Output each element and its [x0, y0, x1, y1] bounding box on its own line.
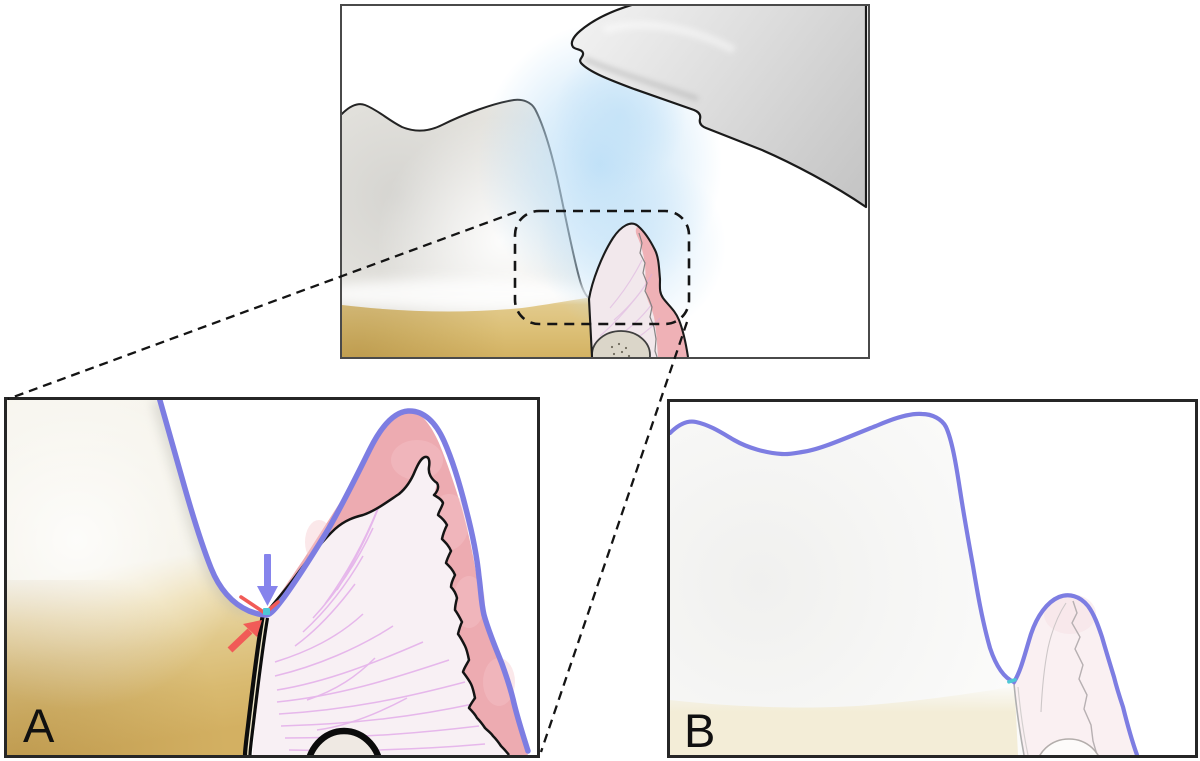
- epithelium-wavy-line: [265, 455, 510, 755]
- scan-surface-line: [670, 411, 1140, 755]
- leader-line-bottom: [539, 321, 689, 753]
- sulcus-lines: [242, 616, 270, 755]
- gingiva-texture: [305, 440, 515, 706]
- gingiva-magnified: [253, 410, 528, 755]
- root-cross-section: [306, 727, 382, 755]
- panel-a-label: A: [23, 699, 55, 752]
- faded-cross-section: [1039, 738, 1099, 755]
- margin-arrow-red: [227, 620, 262, 653]
- margin-arrow-blue: [257, 554, 278, 606]
- margin-marker-cyan: [1007, 678, 1017, 684]
- panel-b-label: B: [684, 704, 715, 755]
- panel-b-illustration: B: [670, 411, 1140, 755]
- faded-sulcus-lines: [1013, 683, 1029, 755]
- faded-wavy-line: [1071, 600, 1098, 755]
- panel-a-illustration: A: [7, 400, 531, 755]
- scanned-gingiva: [1013, 594, 1137, 755]
- scanned-tooth-cream-band: [670, 687, 1018, 755]
- overview-illustration: [342, 6, 868, 357]
- overview-panel: [340, 4, 870, 359]
- scanned-tooth: [670, 413, 1024, 755]
- scan-surface-line: [156, 400, 531, 754]
- intraoral-scanner-wand: [570, 6, 868, 209]
- margin-marker-cyan: [263, 608, 270, 615]
- gingiva-outline: [587, 222, 690, 357]
- panel-b: B: [667, 399, 1198, 758]
- panel-a: A: [4, 397, 540, 758]
